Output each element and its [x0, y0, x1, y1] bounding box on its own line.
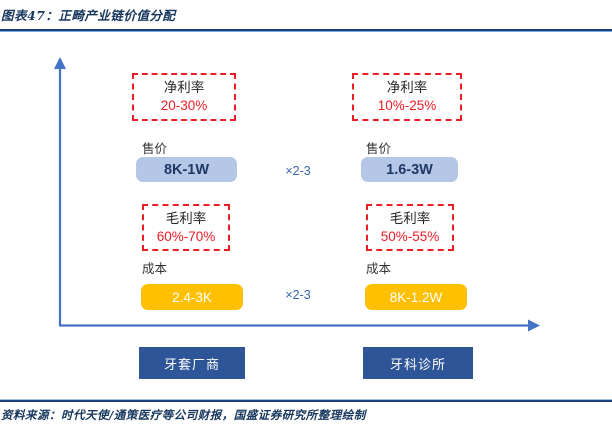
source-divider: [0, 399, 612, 402]
figure-title: 图表47：正畸产业链价值分配: [1, 8, 176, 23]
cost-label: 成本: [142, 262, 168, 276]
title-divider: [0, 29, 612, 32]
gross-margin-label: 毛利率: [165, 210, 207, 226]
net-margin-label: 净利率: [163, 80, 205, 95]
entity-box-manufacturer: 牙套厂商: [139, 347, 245, 379]
source-text: 资料来源：时代天使/通策医疗等公司财报，国盛证券研究所整理绘制: [1, 408, 366, 422]
price-multiplier: ×2-3: [285, 164, 311, 178]
gross-margin-box-manufacturer: 毛利率 60%-70%: [142, 204, 230, 251]
price-label: 售价: [366, 142, 392, 156]
price-pill-manufacturer: 8K-1W: [136, 157, 237, 182]
gross-margin-value: 50%-55%: [380, 228, 440, 244]
price-pill-clinic: 1.6-3W: [361, 157, 458, 182]
net-margin-box-clinic: 净利率 10%-25%: [352, 73, 462, 121]
net-margin-value: 20-30%: [160, 98, 208, 113]
net-margin-box-manufacturer: 净利率 20-30%: [132, 73, 236, 121]
net-margin-label: 净利率: [386, 80, 428, 95]
gross-margin-box-clinic: 毛利率 50%-55%: [366, 204, 454, 251]
net-margin-value: 10%-25%: [377, 98, 437, 113]
price-label: 售价: [142, 142, 168, 156]
gross-margin-value: 60%-70%: [156, 228, 216, 244]
gross-margin-label: 毛利率: [389, 210, 431, 226]
cost-pill-manufacturer: 2.4-3K: [141, 284, 243, 310]
cost-label: 成本: [366, 262, 392, 276]
entity-box-clinic: 牙科诊所: [363, 347, 473, 379]
cost-multiplier: ×2-3: [285, 288, 311, 302]
cost-pill-clinic: 8K-1.2W: [365, 284, 467, 310]
